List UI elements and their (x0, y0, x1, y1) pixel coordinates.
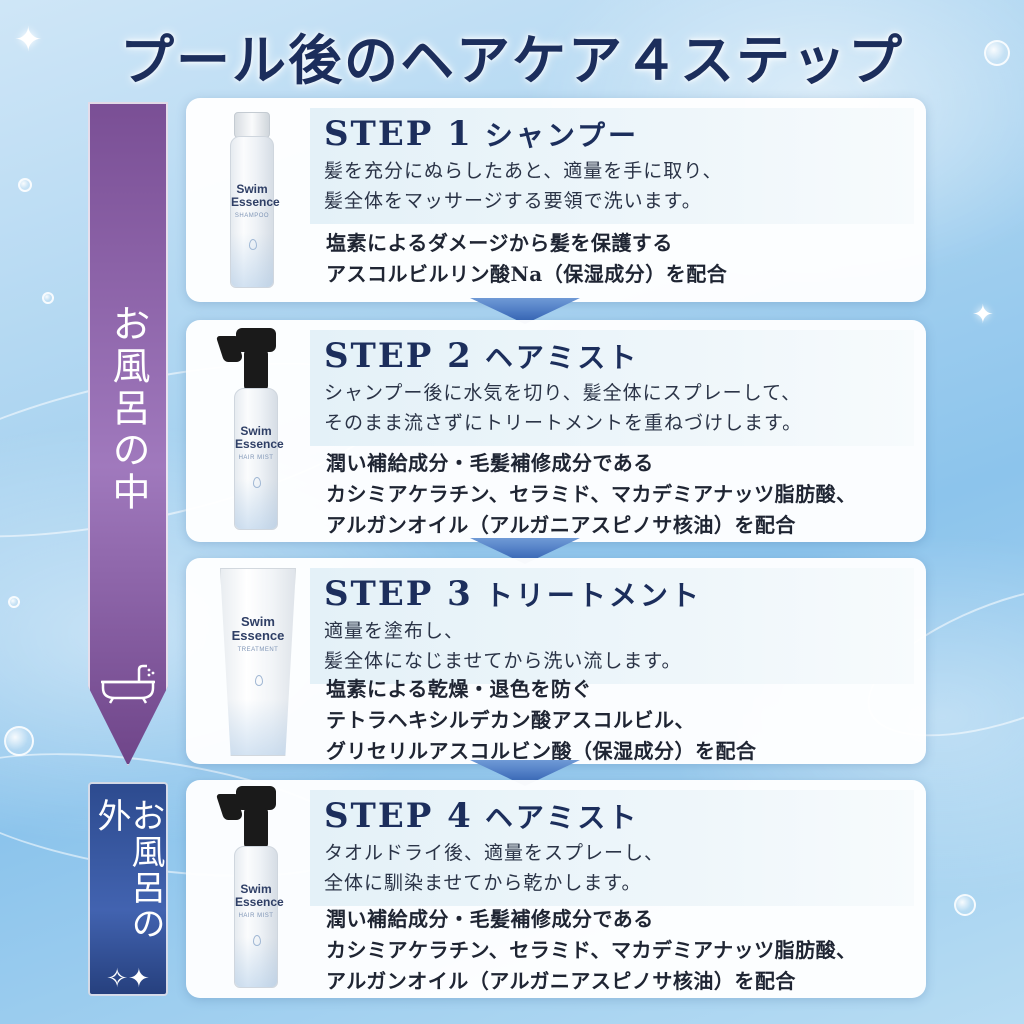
outside-bath-banner: お風呂の外 ✧✦ (88, 782, 168, 996)
step-description: 適量を塗布し、 髪全体になじませてから洗い流します。 (324, 620, 682, 672)
step-description: タオルドライ後、適量をスプレーし、 全体に馴染ませてから乾かします。 (324, 842, 665, 894)
bubble (984, 40, 1010, 66)
bubble (42, 292, 54, 304)
step-header: STEP 1 シャンプー 髪を充分にぬらしたあと、適量を手に取り、 髪全体をマッ… (310, 108, 914, 224)
step-name: シャンプー (484, 119, 640, 152)
bubble (8, 596, 20, 608)
step-header: STEP 3 トリートメント 適量を塗布し、 髪全体になじませてから洗い流します… (310, 568, 914, 684)
in-bath-label: お風呂の中 (106, 304, 150, 514)
shampoo-bottle-image: Swim Essence SHAMPOO (230, 112, 280, 290)
step-ingredients: 潤い補給成分・毛髪補修成分である カシミアケラチン、セラミド、マカデミアナッツ脂… (326, 451, 857, 537)
step-name: ヘアミスト (484, 341, 640, 374)
step-card-1: Swim Essence SHAMPOO STEP 1 シャンプー 髪を充分にぬ… (186, 98, 926, 302)
step-number: STEP 3 (324, 574, 473, 614)
treatment-tube-image: Swim Essence TREATMENT (220, 568, 296, 756)
step-description: 髪を充分にぬらしたあと、適量を手に取り、 髪全体をマッサージする要領で洗います。 (324, 160, 723, 212)
step-number: STEP 4 (324, 796, 473, 836)
step-header: STEP 4 ヘアミスト タオルドライ後、適量をスプレーし、 全体に馴染ませてか… (310, 790, 914, 906)
step-card-4: Swim Essence HAIR MIST STEP 4 ヘアミスト タオルド… (186, 780, 926, 998)
sparkle-icon: ✧✦ (106, 964, 150, 994)
step-name: トリートメント (484, 579, 702, 612)
bubble (4, 726, 34, 756)
step-number: STEP 1 (324, 114, 473, 154)
step-name: ヘアミスト (484, 801, 640, 834)
step-header: STEP 2 ヘアミスト シャンプー後に水気を切り、髪全体にスプレーして、 その… (310, 330, 914, 446)
hair-mist-bottle-image: Swim Essence HAIR MIST (215, 328, 290, 532)
sparkle-icon: ✦ (14, 20, 43, 60)
step-number: STEP 2 (324, 336, 473, 376)
sparkle-icon: ✦ (972, 300, 994, 330)
step-card-2: Swim Essence HAIR MIST STEP 2 ヘアミスト シャンプ… (186, 320, 926, 542)
outside-bath-label: お風呂の外 (91, 798, 165, 942)
bubble (18, 178, 32, 192)
step-ingredients: 潤い補給成分・毛髪補修成分である カシミアケラチン、セラミド、マカデミアナッツ脂… (326, 907, 857, 993)
bathtub-icon (101, 664, 155, 704)
step-ingredients: 塩素によるダメージから髪を保護する アスコルビルリン酸Na（保湿成分）を配合 (326, 231, 728, 286)
step-description: シャンプー後に水気を切り、髪全体にスプレーして、 そのまま流さずにトリートメント… (324, 382, 803, 434)
hair-mist-bottle-image: Swim Essence HAIR MIST (215, 786, 290, 990)
bubble (954, 894, 976, 916)
in-bath-banner: お風呂の中 (88, 102, 168, 766)
step-ingredients: 塩素による乾燥・退色を防ぐ テトラヘキシルデカン酸アスコルビル、 グリセリルアス… (326, 677, 757, 763)
page-title: プール後のヘアケア４ステップ (120, 28, 904, 92)
step-card-3: Swim Essence TREATMENT STEP 3 トリートメント 適量… (186, 558, 926, 764)
